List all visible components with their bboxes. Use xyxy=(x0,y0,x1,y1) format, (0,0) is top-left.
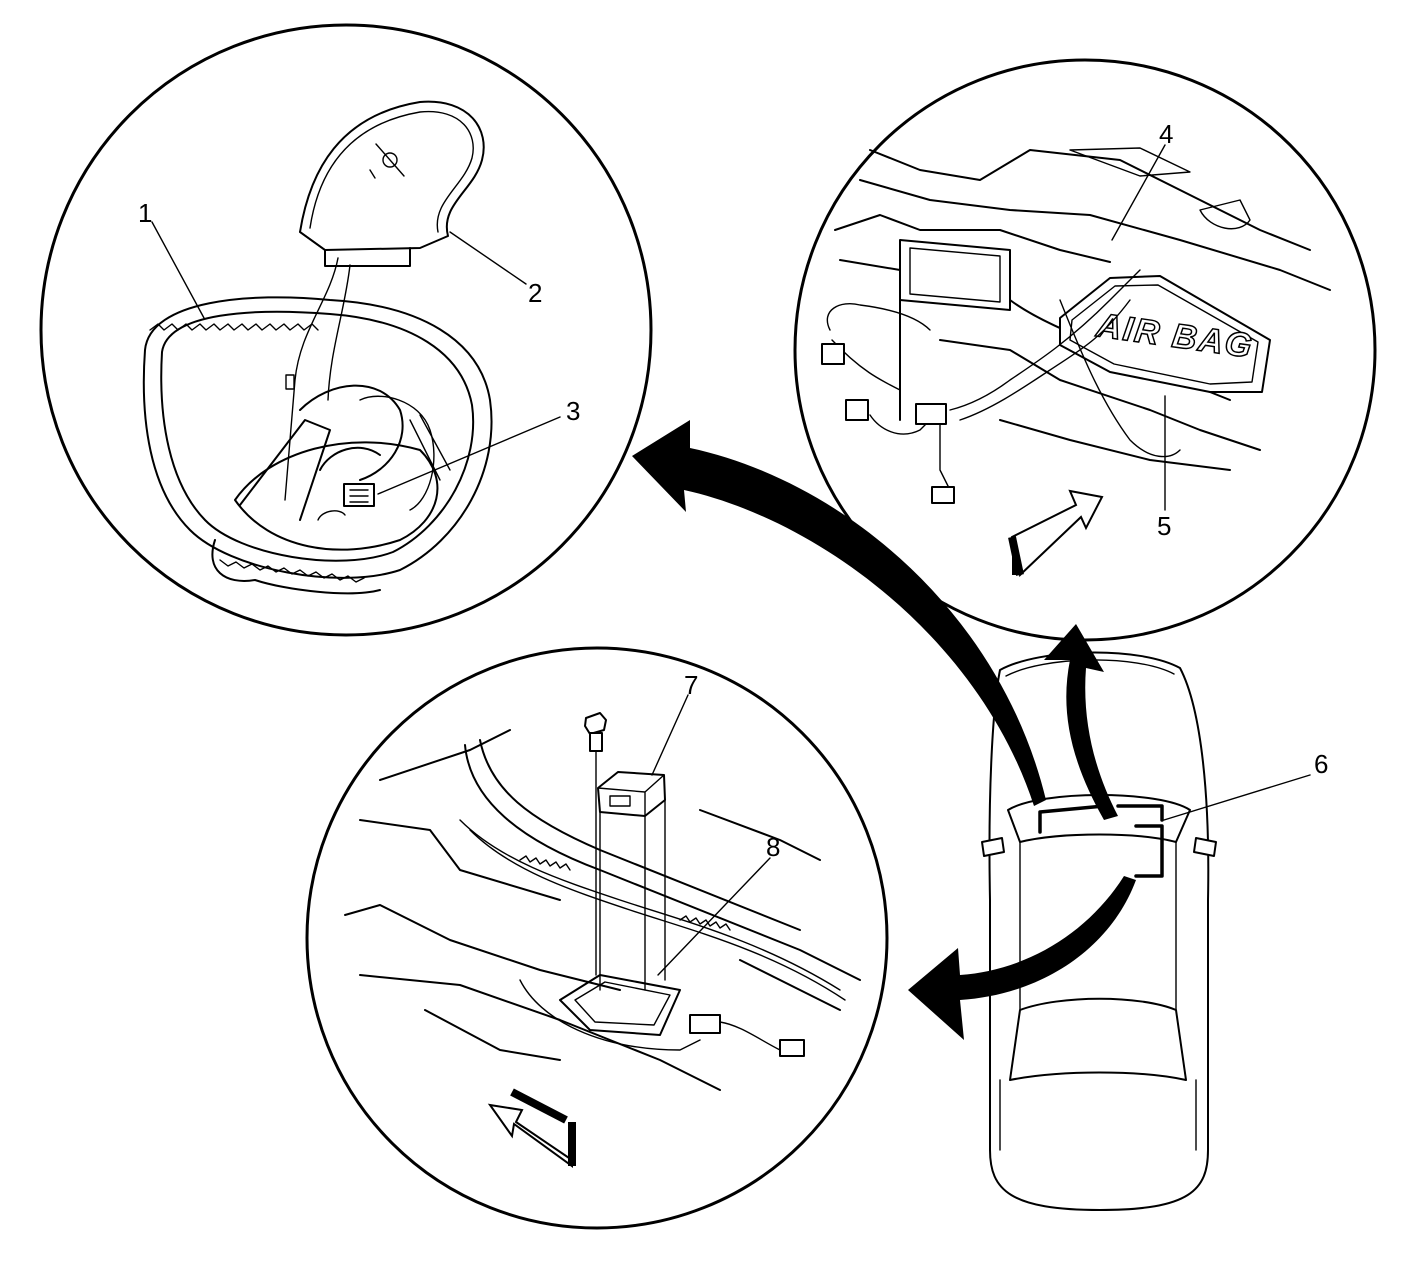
arrow-to-instrument-panel xyxy=(1044,624,1118,820)
leader-6 xyxy=(1163,774,1311,821)
driver-airbag-module xyxy=(284,100,485,501)
leader-1 xyxy=(151,221,205,319)
airbag-wiring-harness xyxy=(821,269,1181,504)
callout-6: 6 xyxy=(1314,749,1328,779)
callout-7: 7 xyxy=(684,670,698,700)
callout-8: 8 xyxy=(766,832,780,862)
left-mirror xyxy=(981,837,1005,857)
sensor-connector xyxy=(689,1014,721,1034)
mounting-bolt xyxy=(584,712,607,976)
leader-8 xyxy=(657,857,771,976)
callout-labels: 1 2 3 4 5 6 7 8 xyxy=(138,119,1328,862)
leader-3 xyxy=(377,416,561,495)
steering-wheel-detail-border xyxy=(39,23,653,637)
leader-4 xyxy=(1111,144,1166,241)
sensing-diagnostic-module xyxy=(597,771,666,991)
instrument-panel-carrier xyxy=(834,147,1331,471)
callout-5: 5 xyxy=(1157,511,1171,541)
instrument-panel-detail: AIR BAG xyxy=(793,58,1377,642)
callout-2: 2 xyxy=(528,278,542,308)
passenger-airbag-module: AIR BAG xyxy=(1059,275,1271,393)
callout-1: 1 xyxy=(138,198,152,228)
leader-2 xyxy=(449,231,527,285)
airbag-coil-connector xyxy=(317,483,375,521)
arrow-to-floor-sensor xyxy=(908,876,1136,1040)
pointer-arrows xyxy=(632,420,1136,1040)
dash-location-marker xyxy=(1038,804,1164,878)
vehicle-top-view xyxy=(981,651,1311,1211)
steering-wheel xyxy=(142,296,493,595)
floor-harness xyxy=(459,819,841,991)
view-direction-arrow-top-right xyxy=(1008,489,1104,577)
leader-7 xyxy=(651,694,689,776)
callout-4: 4 xyxy=(1159,119,1173,149)
floor-pan xyxy=(344,729,861,1091)
arrow-to-steering-wheel xyxy=(632,420,1046,806)
callout-3: 3 xyxy=(566,396,580,426)
right-mirror xyxy=(1193,837,1217,857)
floor-sensor-detail-border xyxy=(305,646,889,1230)
steering-wheel-detail xyxy=(39,23,653,637)
floor-sensor-detail xyxy=(305,646,889,1230)
view-direction-arrow-bottom xyxy=(487,1088,576,1168)
